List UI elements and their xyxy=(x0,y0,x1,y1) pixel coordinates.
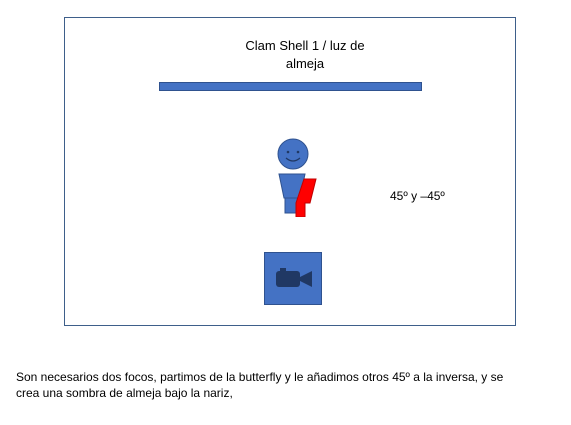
light-bar xyxy=(159,82,422,91)
diagram-title: Clam Shell 1 / luz de almeja xyxy=(205,37,405,73)
caption-line1: Son necesarios dos focos, partimos de la… xyxy=(16,370,504,384)
diagram-title-line1: Clam Shell 1 / luz de xyxy=(245,38,365,53)
subject-figure xyxy=(268,137,328,218)
person-icon xyxy=(277,138,317,218)
caption-line2: crea una sombra de almeja bajo la nariz, xyxy=(16,386,233,400)
caption: Son necesarios dos focos, partimos de la… xyxy=(16,369,561,401)
video-camera-icon xyxy=(276,268,312,287)
camera-box xyxy=(264,252,322,305)
diagram-title-line2: almeja xyxy=(285,56,325,71)
angle-label: 45º y –45º xyxy=(390,189,445,203)
